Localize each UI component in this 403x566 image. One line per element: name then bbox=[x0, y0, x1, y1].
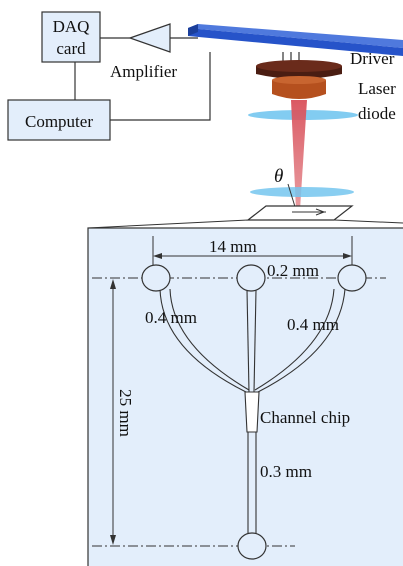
angle-theta-label: θ bbox=[274, 166, 283, 187]
driver-bar bbox=[188, 24, 403, 56]
chip-plate-icon bbox=[246, 205, 354, 221]
laser-diode-icon bbox=[256, 60, 342, 99]
computer-label: Computer bbox=[25, 112, 93, 131]
inlet-well-left bbox=[141, 264, 171, 292]
inlet-well-center bbox=[236, 264, 266, 292]
zoom-guide-lines bbox=[87, 219, 403, 229]
height-dimension: 25 mm bbox=[110, 279, 135, 545]
daq-card-label-line1: DAQ bbox=[53, 17, 90, 36]
signal-wires bbox=[74, 37, 211, 121]
right-channel-width-label: 0.4 mm bbox=[287, 315, 339, 334]
computer-box: Computer bbox=[7, 99, 111, 141]
outlet-channel-width-label: 0.3 mm bbox=[260, 462, 312, 481]
chip-detail-panel: 14 mm 0.2 mm 25 mm bbox=[87, 227, 403, 566]
left-channel-inner bbox=[169, 288, 250, 391]
focusing-lens bbox=[250, 187, 354, 197]
center-channel-right bbox=[253, 289, 257, 393]
width-dimension-label: 14 mm bbox=[209, 237, 257, 256]
laser-label-line2: diode bbox=[358, 104, 396, 123]
daq-card-label-line2: card bbox=[56, 39, 86, 58]
gap-dimension-label: 0.2 mm bbox=[267, 261, 319, 280]
width-dimension: 14 mm 0.2 mm bbox=[152, 236, 353, 280]
inlet-well-right bbox=[337, 264, 367, 292]
amplifier-label: Amplifier bbox=[110, 62, 177, 81]
right-channel-outer bbox=[257, 288, 346, 393]
driver-label: Driver bbox=[350, 49, 395, 68]
microchannels bbox=[159, 288, 346, 536]
left-channel-width-label: 0.4 mm bbox=[145, 308, 197, 327]
wells bbox=[141, 264, 367, 560]
amplifier-icon bbox=[128, 23, 171, 53]
measurement-setup: DAQ card Amplifier Computer Driver bbox=[7, 11, 403, 229]
height-dimension-label: 25 mm bbox=[116, 389, 135, 437]
outlet-well bbox=[237, 532, 267, 560]
computer-driver-wire bbox=[110, 52, 211, 121]
right-channel-inner bbox=[254, 288, 335, 391]
left-channel-outer bbox=[159, 288, 247, 393]
channel-chip-funnel bbox=[244, 391, 260, 433]
channel-chip-label: Channel chip bbox=[260, 408, 350, 427]
laser-beam bbox=[291, 100, 307, 210]
daq-card-box: DAQ card bbox=[41, 11, 101, 63]
center-channel-left bbox=[246, 289, 250, 393]
laser-label-line1: Laser bbox=[358, 79, 396, 98]
